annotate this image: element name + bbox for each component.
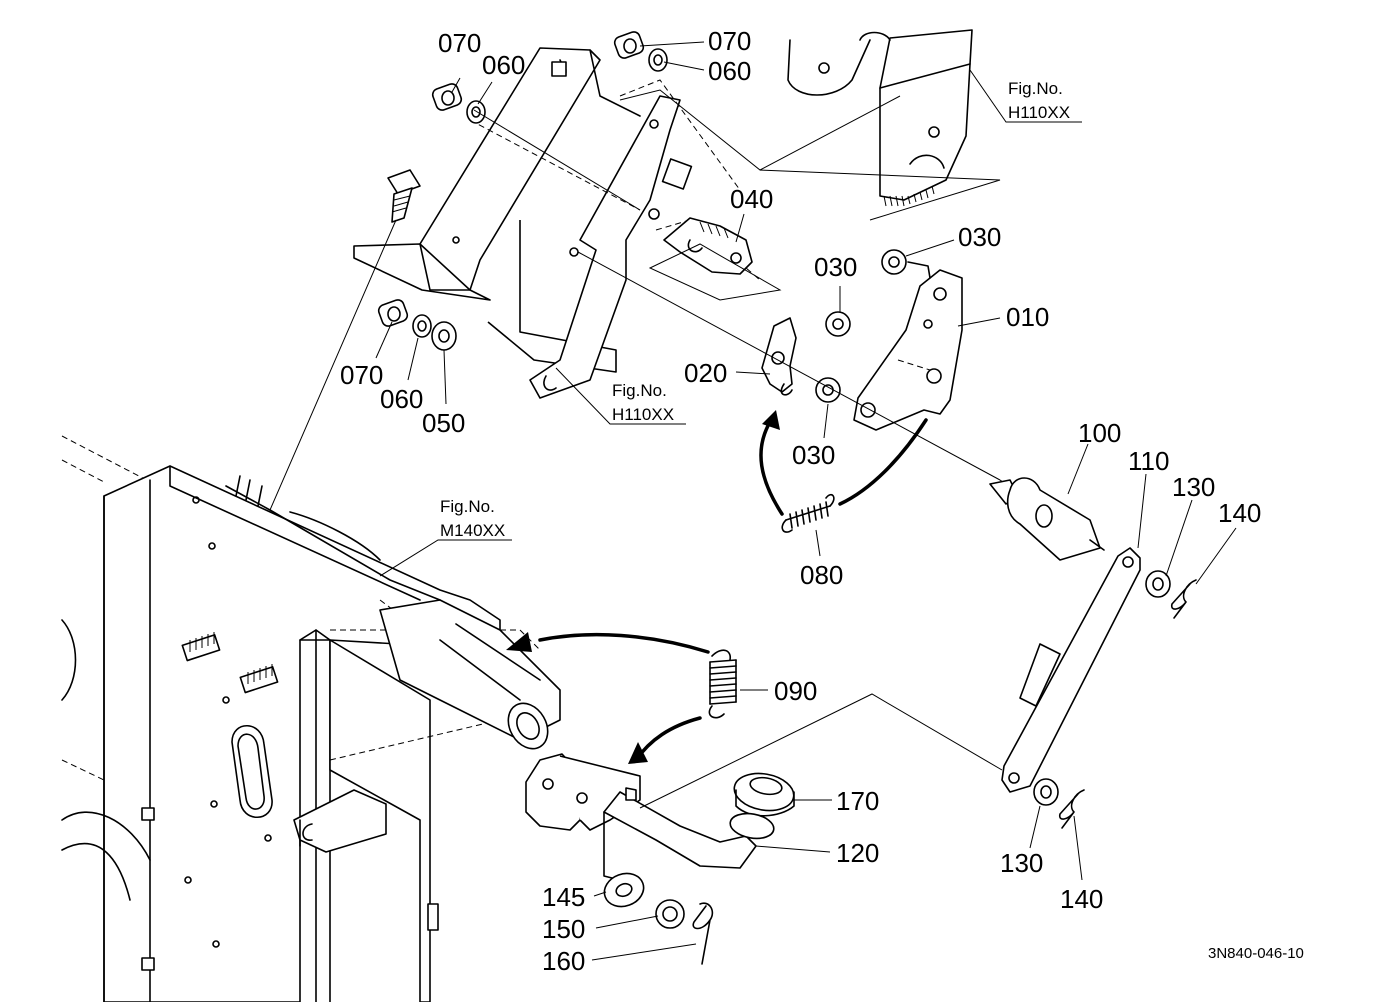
ref-h110xx-lower-title: Fig.No.: [612, 381, 667, 400]
clip-140-b: [1058, 789, 1085, 829]
washer-030-a: [881, 249, 907, 275]
label-060-low: 060: [380, 384, 423, 414]
label-120: 120: [836, 838, 879, 868]
label-070-left: 070: [438, 28, 481, 58]
label-020: 020: [684, 358, 727, 388]
label-060-top: 060: [708, 56, 751, 86]
label-090: 090: [774, 676, 817, 706]
label-050: 050: [422, 408, 465, 438]
ref-m140xx-code: M140XX: [440, 521, 505, 540]
pawl-040: [648, 217, 782, 301]
label-040: 040: [730, 184, 773, 214]
label-100: 100: [1078, 418, 1121, 448]
label-080: 080: [800, 560, 843, 590]
nut-070-top: [613, 31, 645, 59]
arm-020: [761, 317, 797, 396]
lockwasher-060-left: [466, 100, 486, 124]
spring-090: [708, 649, 737, 719]
motion-arrows: [506, 410, 928, 764]
label-070-low: 070: [340, 360, 383, 390]
label-030-c: 030: [792, 440, 835, 470]
label-145: 145: [542, 882, 585, 912]
label-060-left: 060: [482, 50, 525, 80]
lever-010: [853, 261, 963, 431]
pedal-120: [525, 753, 795, 881]
label-160: 160: [542, 946, 585, 976]
label-130-b: 130: [1000, 848, 1043, 878]
upper-lever: [619, 29, 1001, 221]
clip-140-a: [1170, 579, 1197, 619]
nut-070-low: [377, 299, 409, 327]
washer-145: [603, 872, 645, 908]
washer-150: [655, 899, 685, 929]
nut-070-left: [431, 83, 463, 111]
leader-lines: [375, 41, 1237, 961]
label-030-b: 030: [814, 252, 857, 282]
lockwasher-060-low: [412, 314, 432, 338]
washer-030-c: [815, 377, 841, 403]
stud-lower: [239, 664, 279, 694]
spring-080: [781, 493, 835, 533]
ref-h110xx-upper-code: H110XX: [1008, 103, 1070, 122]
lockwasher-060-top: [648, 48, 668, 72]
label-010: 010: [1006, 302, 1049, 332]
label-070-top: 070: [708, 26, 751, 56]
label-140-a: 140: [1218, 498, 1261, 528]
washer-050: [431, 321, 457, 351]
stud-upper: [181, 632, 221, 662]
ref-h110xx-upper-title: Fig.No.: [1008, 79, 1063, 98]
upper-bracket: [353, 47, 761, 399]
link-110: [1001, 547, 1141, 793]
ref-m140xx-title: Fig.No.: [440, 497, 495, 516]
clip-160: [692, 902, 714, 965]
pin-100: [989, 477, 1105, 561]
drawing-code: 3N840-046-10: [1208, 945, 1304, 962]
label-140-b: 140: [1060, 884, 1103, 914]
label-110: 110: [1128, 446, 1169, 476]
flange-bolt: [387, 169, 421, 223]
figure-references: Fig.No. H110XX Fig.No. H110XX Fig.No. M1…: [440, 79, 1070, 540]
frame-assembly: [61, 435, 561, 1002]
ref-h110xx-lower-code: H110XX: [612, 405, 674, 424]
label-150: 150: [542, 914, 585, 944]
washer-030-b: [825, 311, 851, 337]
label-170: 170: [836, 786, 879, 816]
label-130-a: 130: [1172, 472, 1215, 502]
label-030-a: 030: [958, 222, 1001, 252]
washer-130-b: [1033, 778, 1059, 806]
part-labels: 070 060 070 060 040 030 030 010 020 030 …: [340, 26, 1261, 976]
washer-130-a: [1145, 570, 1171, 598]
